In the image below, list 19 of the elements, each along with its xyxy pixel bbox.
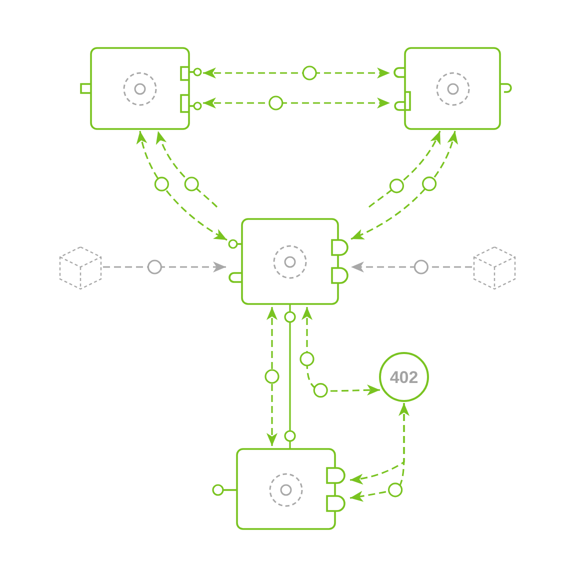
arrow xyxy=(351,262,472,272)
component-box xyxy=(79,47,203,131)
code-circle xyxy=(379,352,429,402)
wireframe-cube xyxy=(473,246,516,290)
arrow xyxy=(266,307,278,446)
arrow xyxy=(156,130,218,208)
arrow xyxy=(350,403,405,502)
arrow xyxy=(350,403,410,484)
connector-line xyxy=(284,304,296,448)
wireframe-cube xyxy=(59,246,102,290)
arrow xyxy=(302,307,380,396)
arrow xyxy=(368,130,441,208)
arrow xyxy=(137,130,228,241)
arrow xyxy=(103,262,226,272)
arrow xyxy=(350,130,458,240)
status-code: 402 xyxy=(390,368,418,386)
arrow xyxy=(203,98,390,108)
component-box xyxy=(391,47,515,131)
arrow xyxy=(203,68,390,78)
